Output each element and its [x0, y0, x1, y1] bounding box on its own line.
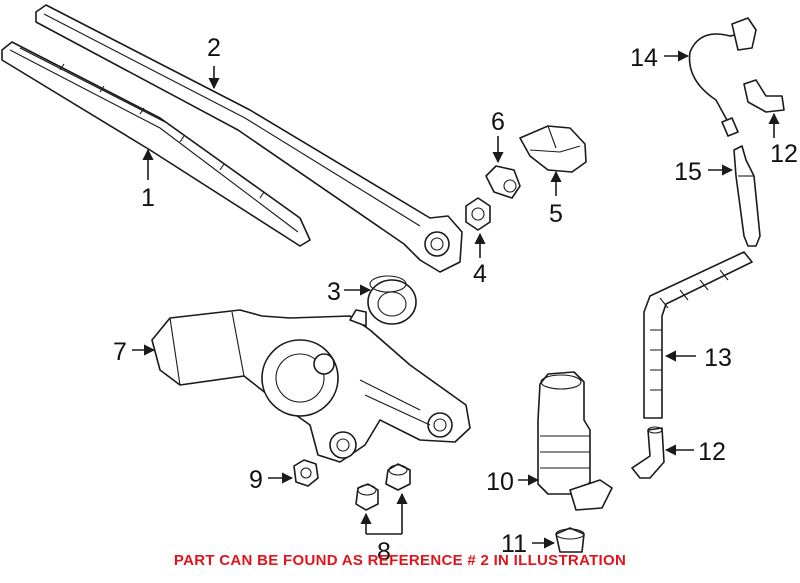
callout-11: 11 [501, 530, 527, 558]
bushing-part-8a [355, 483, 379, 511]
elbow-connector-upper [743, 79, 785, 113]
callout-10: 10 [486, 468, 514, 496]
callout-13: 13 [704, 344, 732, 372]
callout-12-upper: 12 [770, 140, 798, 168]
callout-9: 9 [249, 466, 263, 494]
callout-4: 4 [473, 260, 487, 288]
callout-2: 2 [207, 34, 221, 62]
callout-5: 5 [549, 200, 563, 228]
nut-part-9 [293, 459, 319, 487]
callout-8: 8 [377, 538, 391, 566]
wiper-blade [1, 41, 311, 247]
callout-3: 3 [327, 278, 341, 306]
callout-7: 7 [113, 338, 127, 366]
wiper-motor [151, 309, 471, 463]
wiper-arm [35, 4, 463, 273]
reference-note: PART CAN BE FOUND AS REFERENCE # 2 IN IL… [173, 552, 627, 569]
washer-nozzle [733, 145, 761, 247]
elbow-connector-lower [631, 426, 665, 479]
leader-lines [132, 50, 780, 549]
cover-part-5 [519, 125, 587, 173]
washer-pump [537, 371, 613, 511]
callout-12-lower: 12 [698, 438, 726, 466]
callout-1: 1 [141, 184, 155, 212]
bushing-part-8b [385, 463, 411, 491]
hose-assembly [688, 17, 757, 137]
callout-15: 15 [674, 158, 702, 186]
grommet-part-3 [367, 275, 417, 325]
callout-14: 14 [630, 44, 658, 72]
nut-part-4 [465, 197, 491, 231]
callout-6: 6 [491, 108, 505, 136]
grommet-part-11 [555, 527, 585, 553]
washer-hose [643, 251, 753, 419]
cap-part-6 [485, 165, 521, 199]
